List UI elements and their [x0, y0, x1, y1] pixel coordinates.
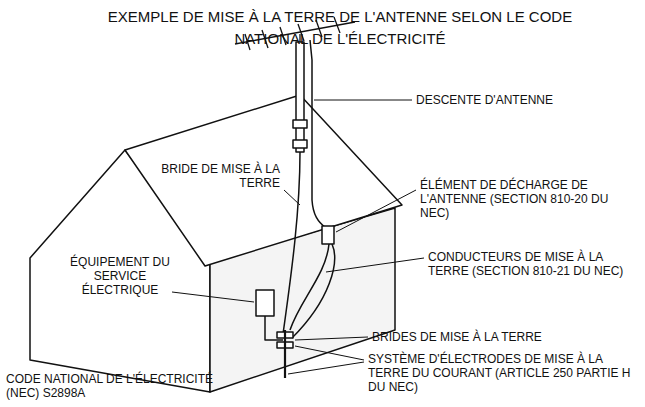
roof [125, 95, 402, 266]
mast-clamp [293, 140, 307, 148]
ground-rod [284, 330, 286, 378]
discharge-unit [322, 226, 334, 244]
diagram-title: EXEMPLE DE MISE À LA TERRE DE L'ANTENNE … [100, 6, 580, 50]
callout-label: SYSTÈME D'ÉLECTRODES DE MISE À LA TERRE … [368, 352, 640, 394]
callout-label: BRIDE DE MISE À LA TERRE [150, 162, 280, 190]
callout-label: ÉQUIPEMENT DU SERVICE ÉLECTRIQUE [70, 255, 170, 297]
service-box [256, 290, 274, 316]
callout-label: CONDUCTEURS DE MISE À LA TERRE (SECTION … [428, 250, 633, 278]
callout-label: DESCENTE D'ANTENNE [416, 93, 636, 107]
callout-label: CODE NATIONAL DE L'ÉLECTRICITÉ (NEC) S28… [6, 372, 246, 400]
grounding-conductor [292, 244, 335, 338]
callout-label: BRIDES DE MISE À LA TERRE [372, 330, 637, 344]
mast-clamp [293, 120, 307, 128]
lead-in-wire [310, 40, 326, 228]
antenna-mast [296, 42, 304, 152]
grounding-conductor [283, 152, 300, 334]
callout-label: ÉLÉMENT DE DÉCHARGE DE L'ANTENNE (SECTIO… [420, 178, 635, 220]
